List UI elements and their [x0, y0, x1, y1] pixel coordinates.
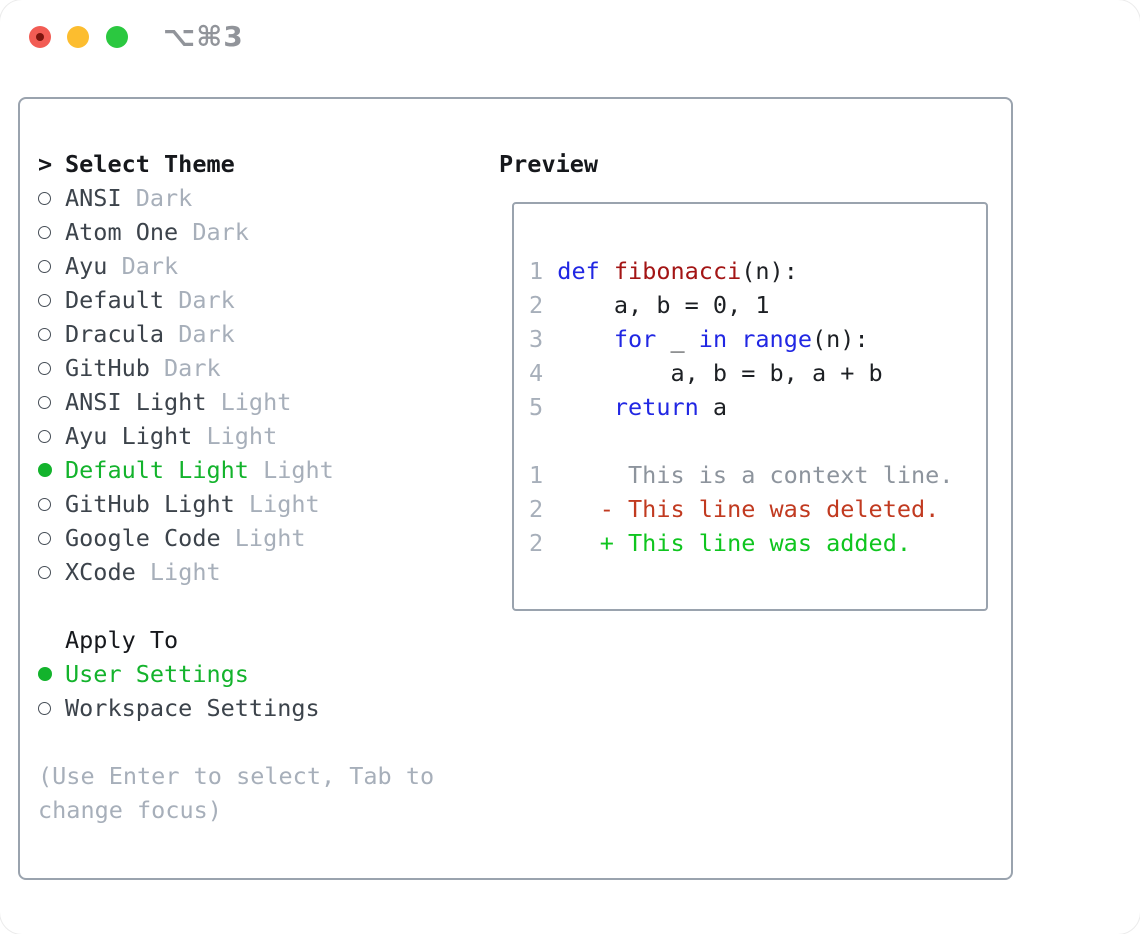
theme-option-name: GitHub Light — [65, 490, 235, 518]
radio-icon — [38, 225, 51, 239]
apply-to-option-label: Workspace Settings — [65, 694, 320, 722]
theme-option-tag: Light — [206, 388, 292, 416]
theme-option[interactable]: ANSI Dark — [38, 181, 470, 215]
apply-to-options-container: User Settings Workspace Settings — [38, 657, 470, 725]
apply-to-title-row: Apply To — [38, 623, 470, 657]
theme-option-tag: Light — [220, 524, 306, 552]
close-button[interactable] — [29, 26, 51, 48]
theme-option[interactable]: GitHub Dark — [38, 351, 470, 385]
theme-list: > Select Theme ANSI Dark Atom One Dark A… — [38, 147, 470, 827]
apply-to-title: Apply To — [65, 626, 179, 654]
theme-option-tag: Light — [192, 422, 278, 450]
code-line: 5 return a — [529, 393, 728, 421]
theme-option-tag: Dark — [164, 320, 235, 348]
theme-option[interactable]: Ayu Light Light — [38, 419, 470, 453]
radio-icon — [38, 327, 51, 341]
theme-option[interactable]: Atom One Dark — [38, 215, 470, 249]
radio-icon — [38, 293, 51, 307]
theme-option-name: XCode — [65, 558, 136, 586]
theme-option-tag: Dark — [149, 354, 221, 382]
radio-icon — [38, 497, 51, 511]
theme-option-tag: Dark — [121, 184, 193, 212]
theme-option-name: Ayu Light — [65, 422, 193, 450]
theme-option[interactable]: Ayu Dark — [38, 249, 470, 283]
theme-option-name: ANSI Light — [65, 388, 207, 416]
theme-option[interactable]: Default Dark — [38, 283, 470, 317]
theme-option[interactable]: Default Light Light — [38, 453, 470, 487]
preview-code-box: 1 def fibonacci(n): 2 a, b = 0, 1 3 for … — [512, 202, 988, 611]
code-line: 3 for _ in range(n): — [529, 325, 869, 353]
theme-options-container: ANSI Dark Atom One Dark Ayu Dark Default… — [38, 181, 470, 589]
radio-icon — [38, 259, 51, 273]
theme-option-tag: Dark — [164, 286, 235, 314]
preview-title: Preview — [499, 150, 599, 178]
spacer — [38, 589, 470, 623]
radio-icon — [38, 191, 51, 205]
theme-option[interactable]: Dracula Dark — [38, 317, 470, 351]
apply-to-option[interactable]: Workspace Settings — [38, 691, 470, 725]
theme-option-name: Dracula — [65, 320, 165, 348]
code-line: 2 a, b = 0, 1 — [529, 291, 770, 319]
radio-icon — [38, 531, 51, 545]
theme-option-name: Default Light — [65, 456, 249, 484]
apply-to-option-label: User Settings — [65, 660, 249, 688]
radio-icon — [38, 701, 51, 715]
theme-option-tag: Light — [234, 490, 320, 518]
theme-option-tag: Light — [248, 456, 334, 484]
radio-icon — [38, 667, 52, 681]
maximize-button[interactable] — [106, 26, 128, 48]
code-line: 1 def fibonacci(n): — [529, 257, 798, 285]
radio-icon — [38, 429, 51, 443]
code-line: 4 a, b = b, a + b — [529, 359, 883, 387]
theme-option[interactable]: ANSI Light Light — [38, 385, 470, 419]
selection-chevron-icon: > — [38, 150, 53, 178]
theme-option-name: ANSI — [65, 184, 122, 212]
theme-option[interactable]: XCode Light — [38, 555, 470, 589]
theme-option[interactable]: GitHub Light Light — [38, 487, 470, 521]
radio-icon — [38, 565, 51, 579]
theme-option-name: Atom One — [65, 218, 179, 246]
radio-icon — [38, 463, 52, 477]
theme-option[interactable]: Google Code Light — [38, 521, 470, 555]
code-line: 1 This is a context line. — [529, 461, 954, 489]
minimize-button[interactable] — [67, 26, 89, 48]
code-line — [529, 424, 986, 458]
theme-option-name: GitHub — [65, 354, 150, 382]
radio-icon — [38, 395, 51, 409]
apply-to-option[interactable]: User Settings — [38, 657, 470, 691]
keyboard-hint: (Use Enter to select, Tab to change focu… — [38, 762, 435, 824]
theme-option-tag: Light — [135, 558, 221, 586]
code-line: 2 + This line was added. — [529, 529, 912, 557]
theme-option-tag: Dark — [178, 218, 249, 246]
spacer — [38, 725, 470, 759]
theme-option-name: Google Code — [65, 524, 221, 552]
theme-option-tag: Dark — [107, 252, 179, 280]
titlebar: ⌥⌘3 — [0, 0, 1140, 75]
theme-list-title-row: > Select Theme — [38, 147, 470, 181]
keyboard-shortcut-label: ⌥⌘3 — [163, 20, 244, 53]
theme-selector-panel: > Select Theme ANSI Dark Atom One Dark A… — [18, 97, 1013, 880]
theme-list-title: Select Theme — [65, 150, 235, 178]
theme-option-name: Default — [65, 286, 165, 314]
code-line: 2 - This line was deleted. — [529, 495, 940, 523]
radio-icon — [38, 361, 51, 375]
theme-option-name: Ayu — [65, 252, 108, 280]
